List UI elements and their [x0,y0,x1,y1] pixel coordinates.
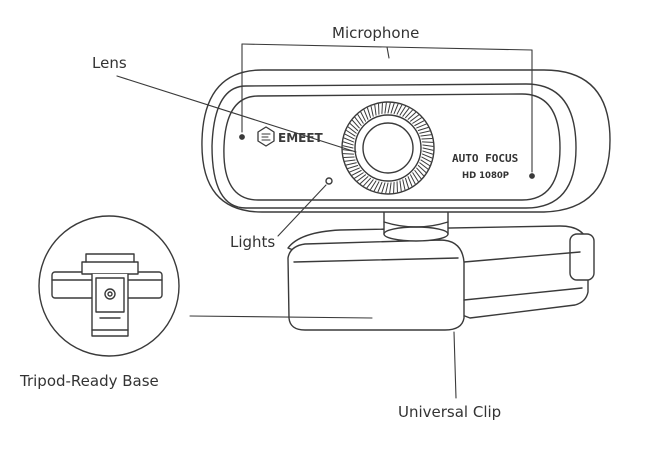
tripod-base-inset [39,216,179,356]
right-microphone-hole [530,174,534,178]
clip-callout-line [454,332,456,398]
indicator-light [326,178,332,184]
lights-label: Lights [230,233,275,251]
swivel-joint [384,210,448,241]
left-microphone-hole [240,135,244,139]
resolution-text: HD 1080P [462,171,509,181]
universal-clip [288,226,594,330]
tripod-base-label: Tripod-Ready Base [20,372,159,390]
universal-clip-label: Universal Clip [398,403,501,421]
lens [342,102,434,194]
microphone-label: Microphone [332,24,419,42]
auto-focus-text: AUTO FOCUS [452,152,518,165]
brand-text: EMEET [278,131,324,145]
lens-label: Lens [92,54,127,72]
